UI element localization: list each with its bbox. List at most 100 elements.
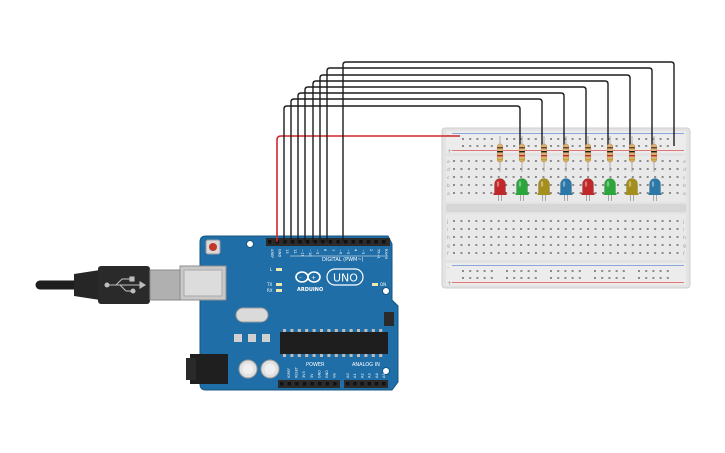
breadboard-hole bbox=[587, 220, 590, 222]
breadboard-hole bbox=[453, 220, 455, 222]
header-pin[interactable] bbox=[313, 240, 317, 244]
header-pin[interactable] bbox=[359, 240, 363, 244]
led-red bbox=[494, 178, 506, 195]
rail-hole bbox=[578, 270, 581, 272]
rail-hole bbox=[483, 270, 486, 272]
breadboard-hole bbox=[602, 228, 604, 230]
breadboard-hole bbox=[527, 252, 530, 254]
header-pin[interactable] bbox=[295, 382, 299, 386]
chip-pin bbox=[334, 329, 338, 332]
breadboard-hole bbox=[669, 244, 672, 246]
reset-button-cap[interactable] bbox=[209, 243, 217, 251]
chip-pin bbox=[305, 329, 309, 332]
analog-pin-label: A0 bbox=[346, 373, 350, 378]
breadboard-hole bbox=[572, 160, 575, 162]
header-pin[interactable] bbox=[374, 382, 379, 386]
breadboard-hole bbox=[587, 252, 590, 254]
breadboard-hole bbox=[624, 244, 627, 246]
chip-pin bbox=[371, 354, 375, 357]
header-pin[interactable] bbox=[287, 382, 291, 386]
led-yellow bbox=[538, 178, 550, 195]
rx-led bbox=[276, 289, 282, 292]
breadboard-hole bbox=[542, 168, 545, 170]
header-pin[interactable] bbox=[283, 240, 287, 244]
digital-pin-label: 8 bbox=[323, 249, 327, 252]
breadboard-hole bbox=[616, 220, 619, 222]
header-pin[interactable] bbox=[280, 382, 284, 386]
header-pin[interactable] bbox=[290, 240, 295, 244]
breadboard-hole bbox=[609, 236, 612, 238]
breadboard-hole bbox=[616, 160, 619, 162]
breadboard-hole bbox=[654, 228, 657, 230]
header-pin[interactable] bbox=[374, 240, 378, 244]
rail-hole bbox=[622, 138, 625, 140]
header-pin[interactable] bbox=[382, 382, 386, 386]
breadboard-hole bbox=[490, 228, 493, 230]
breadboard-hole bbox=[594, 244, 597, 246]
led-highlight bbox=[540, 181, 544, 187]
digital-pin-label: AREF bbox=[270, 249, 274, 258]
breadboard-hole bbox=[676, 184, 679, 186]
header-pin[interactable] bbox=[318, 382, 322, 386]
digital-pin-label: 4 bbox=[354, 249, 358, 252]
breadboard-hole bbox=[572, 228, 575, 230]
header-pin[interactable] bbox=[333, 382, 337, 386]
header-pin[interactable] bbox=[336, 240, 340, 244]
chip-pin bbox=[357, 354, 360, 357]
row-letter: g bbox=[447, 244, 450, 249]
rail-hole bbox=[534, 138, 537, 140]
breadboard-hole bbox=[594, 160, 597, 162]
header-pin[interactable] bbox=[351, 240, 355, 244]
breadboard-hole bbox=[490, 220, 493, 222]
header-pin[interactable] bbox=[346, 382, 350, 386]
rail-hole bbox=[622, 145, 625, 147]
wires bbox=[276, 61, 675, 242]
top-rail-plus-label: + bbox=[447, 148, 452, 155]
breadboard-hole bbox=[631, 176, 634, 178]
header-pin[interactable] bbox=[298, 240, 302, 244]
rail-hole bbox=[622, 277, 625, 279]
breadboard-hole bbox=[475, 252, 478, 254]
breadboard-hole bbox=[482, 160, 485, 162]
breadboard-hole bbox=[505, 168, 508, 170]
header-pin[interactable] bbox=[328, 240, 333, 244]
header-pin[interactable] bbox=[382, 240, 386, 244]
row-letter: d bbox=[683, 167, 686, 173]
header-pin[interactable] bbox=[344, 240, 348, 244]
resistor-body bbox=[628, 143, 636, 163]
header-pin[interactable] bbox=[367, 382, 371, 386]
rail-hole bbox=[571, 145, 574, 147]
header-pin[interactable] bbox=[306, 240, 310, 244]
rail-hole bbox=[578, 145, 581, 147]
rail-hole bbox=[645, 145, 648, 147]
header-pin[interactable] bbox=[366, 240, 371, 244]
resistor-body bbox=[650, 143, 658, 163]
breadboard-hole bbox=[669, 220, 672, 222]
rail-hole bbox=[652, 277, 655, 279]
header-pin[interactable] bbox=[353, 382, 357, 386]
header-pin[interactable] bbox=[268, 240, 272, 244]
breadboard-hole bbox=[534, 252, 537, 254]
row-letter: b bbox=[447, 183, 450, 189]
header-pin[interactable] bbox=[360, 382, 364, 386]
header-pin[interactable] bbox=[321, 240, 325, 244]
led-flange bbox=[625, 193, 639, 195]
breadboard-hole bbox=[602, 160, 604, 162]
breadboard-hole bbox=[549, 184, 552, 186]
breadboard-hole bbox=[639, 176, 642, 178]
l-led-label: L bbox=[270, 267, 273, 272]
header-pin[interactable] bbox=[325, 382, 329, 386]
breadboard-hole bbox=[579, 184, 582, 186]
resistor-band bbox=[585, 155, 591, 157]
breadboard-hole bbox=[482, 228, 485, 230]
breadboard-hole bbox=[475, 192, 478, 194]
breadboard-hole bbox=[549, 168, 552, 170]
bottom-power-rail bbox=[446, 263, 686, 285]
rail-hole bbox=[513, 138, 516, 140]
row-letter: h bbox=[447, 235, 450, 241]
breadboard-hole bbox=[609, 252, 612, 254]
rx-led-label: RX bbox=[267, 288, 273, 293]
header-pin[interactable] bbox=[310, 382, 314, 386]
header-pin[interactable] bbox=[302, 382, 307, 386]
breadboard-hole bbox=[512, 220, 515, 222]
